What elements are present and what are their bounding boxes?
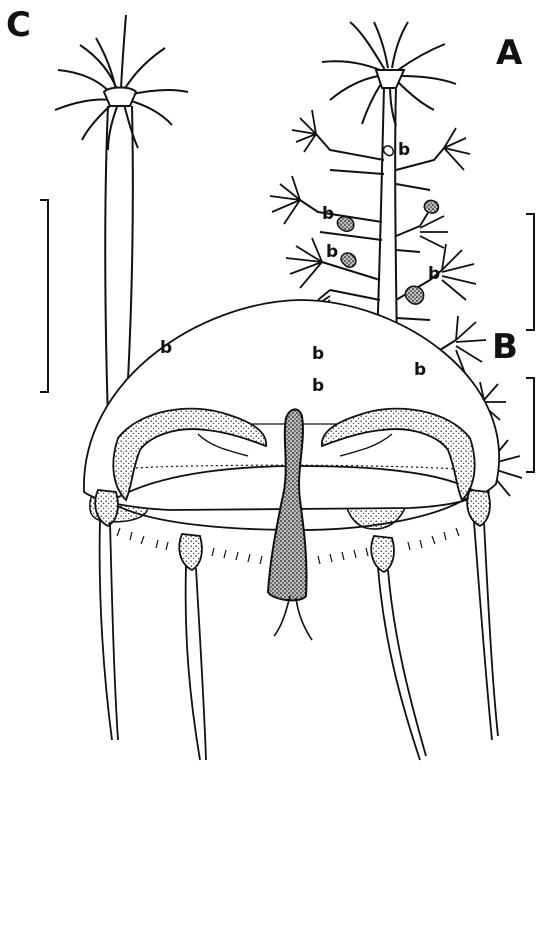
colony-top-polyp — [322, 22, 456, 126]
bud-marker-a1: b — [398, 142, 410, 159]
colony-polyp-r1 — [444, 128, 470, 170]
medusa-tentacle-3 — [378, 568, 426, 760]
medusa-bulb-2 — [179, 534, 202, 570]
bud-marker-a4: b — [428, 266, 440, 283]
polyp-c-hypostome — [104, 88, 136, 107]
bud-marker-a6: b — [312, 378, 324, 395]
bud-marker-c: b — [160, 340, 172, 357]
colony-bud-3 — [337, 217, 353, 232]
colony-polyp-l3 — [286, 238, 322, 288]
bud-marker-a3: b — [326, 244, 338, 261]
bud-marker-a5: b — [312, 346, 324, 363]
medusa-bulb-3 — [371, 536, 394, 572]
scale-bar-a — [526, 214, 534, 330]
colony-branch-r2 — [396, 226, 420, 252]
scale-bar-b — [526, 378, 534, 472]
colony-bud-2 — [424, 200, 438, 213]
medusa — [84, 300, 499, 760]
medusa-tentacle-2 — [186, 566, 206, 760]
panel-label-c: C — [6, 8, 31, 42]
medusa-tentacle-1 — [100, 520, 118, 740]
medusa-bulb-4 — [467, 490, 490, 526]
colony-polyp-r3 — [442, 244, 476, 300]
polyp-c-tentacles — [55, 15, 188, 150]
colony-polyp-l1 — [292, 110, 316, 152]
bud-marker-a7: b — [414, 362, 426, 379]
colony-branch-l1 — [316, 134, 384, 174]
medusa-tentacle-4 — [474, 522, 498, 740]
colony-bud-4 — [341, 253, 356, 267]
colony-bud-5 — [405, 286, 423, 304]
scale-bar-c — [40, 200, 48, 392]
panel-label-a: A — [496, 36, 522, 70]
colony-bud-1 — [384, 146, 394, 156]
panel-label-b: B — [492, 330, 518, 364]
colony-polyp-l2 — [270, 176, 300, 224]
bud-marker-a2: b — [322, 206, 334, 223]
